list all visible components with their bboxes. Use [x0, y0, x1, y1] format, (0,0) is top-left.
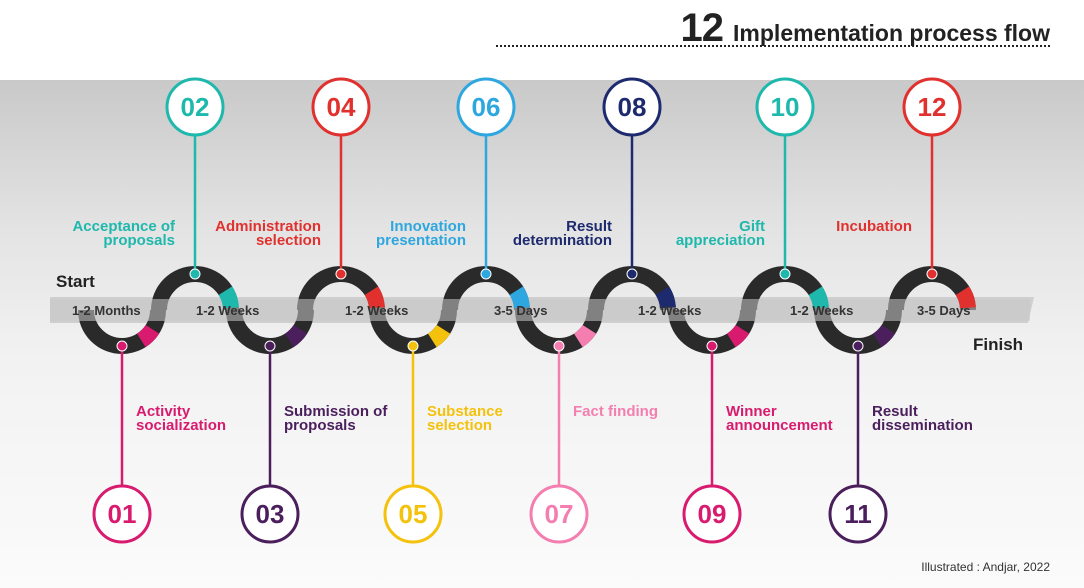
step-number-text: 10 [771, 92, 800, 122]
step-number-text: 03 [256, 499, 285, 529]
step-dot [264, 340, 276, 352]
wave-accent-mark [509, 286, 530, 309]
step-dot [779, 268, 791, 280]
step-label-line2: proposals [284, 417, 356, 434]
step-dot [852, 340, 864, 352]
step-label-line1: Innovation [390, 218, 466, 235]
step-label-line2: selection [255, 232, 321, 249]
step-number-text: 09 [698, 499, 727, 529]
step-dot [626, 268, 638, 280]
title-number: 12 [680, 6, 724, 50]
step-number-text: 05 [399, 499, 428, 529]
wave-accent-mark [136, 324, 160, 348]
step-number-text: 12 [918, 92, 947, 122]
duration-label: 1-2 Months [72, 303, 141, 318]
step-number-text: 07 [545, 499, 574, 529]
step-label-line2: proposals [103, 232, 175, 249]
step-number-circle [456, 77, 516, 137]
step-number-circle [682, 484, 742, 544]
wave-accent-mark [808, 286, 829, 309]
wave-accent-mark [726, 324, 750, 348]
wave-accent-mark [955, 286, 976, 309]
step-number-circle [240, 484, 300, 544]
duration-label: 1-2 Weeks [790, 303, 854, 318]
step-dot [480, 268, 492, 280]
wave-accent-mark [364, 286, 385, 309]
step-label-line1: Fact finding [573, 403, 658, 420]
wave-accent-mark [284, 324, 308, 348]
step-label-line1: Winner [726, 403, 777, 420]
step-label-line1: Acceptance of [72, 218, 175, 235]
step-label-line2: appreciation [675, 232, 765, 249]
step-label-line2: presentation [375, 232, 466, 249]
step-label: Fact finding [573, 403, 743, 420]
duration-label: 3-5 Days [494, 303, 548, 318]
step-dot [116, 340, 128, 352]
wave-accent-mark [872, 324, 896, 348]
step-number-circle [165, 77, 225, 137]
step-number-circle [383, 484, 443, 544]
step-dot [926, 268, 938, 280]
duration-label: 3-5 Days [917, 303, 971, 318]
duration-label: 1-2 Weeks [638, 303, 702, 318]
timeline-band-overlay [50, 299, 1030, 321]
step-label-line1: Substance [427, 403, 503, 420]
title-block: 12 Implementation process flow [681, 6, 1050, 51]
step-number-text: 06 [472, 92, 501, 122]
step-number-circle [311, 77, 371, 137]
step-number-circle [92, 484, 152, 544]
step-dot [189, 268, 201, 280]
duration-label: 1-2 Weeks [345, 303, 409, 318]
duration-label: 1-2 Weeks [196, 303, 260, 318]
step-number-circle [602, 77, 662, 137]
step-number-circle [828, 484, 888, 544]
step-number-circle [529, 484, 589, 544]
step-label-line1: Submission of [284, 403, 388, 420]
start-label: Start [56, 272, 95, 291]
step-label-line1: Gift [739, 218, 765, 235]
step-number-text: 04 [327, 92, 356, 122]
step-number-circle [902, 77, 962, 137]
wave-accent-mark [655, 286, 676, 309]
step-label-line2: socialization [136, 417, 227, 434]
step-label-line2: determination [512, 232, 612, 249]
step-label-line2: selection [427, 417, 493, 434]
step-label-line1: Result [566, 218, 612, 235]
credit-text: Illustrated : Andjar, 2022 [921, 560, 1050, 574]
wave-accent-mark [427, 324, 451, 348]
step-dot [553, 340, 565, 352]
step-label-line2: announcement [726, 417, 833, 434]
step-dot [407, 340, 419, 352]
wave-accent-mark [573, 324, 597, 348]
step-dot [706, 340, 718, 352]
finish-label: Finish [973, 335, 1024, 354]
step-number-text: 02 [181, 92, 210, 122]
step-dot [335, 268, 347, 280]
wave-accent-mark [218, 286, 239, 309]
step-number-text: 08 [618, 92, 647, 122]
step-label-line1: Administration [215, 218, 321, 235]
step-label: Incubation [742, 218, 912, 235]
step-label-line2: dissemination [872, 417, 973, 434]
step-number-circle [755, 77, 815, 137]
title-dotted-rule [496, 45, 1050, 47]
step-label-line1: Result [872, 403, 918, 420]
title-text: Implementation process flow [733, 20, 1050, 46]
step-label-line1: Incubation [836, 218, 912, 235]
step-number-text: 11 [844, 499, 872, 529]
step-label-line1: Activity [136, 403, 191, 420]
step-number-text: 01 [108, 499, 137, 529]
